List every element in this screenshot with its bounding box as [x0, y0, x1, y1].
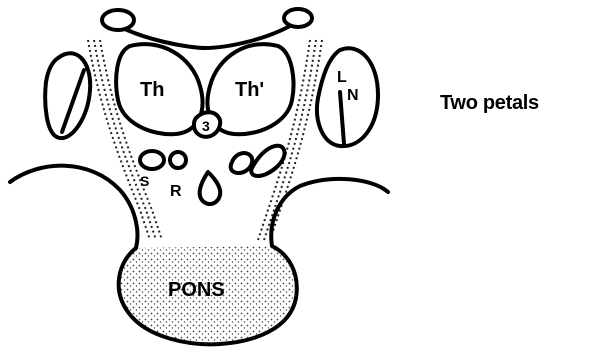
right-knob — [284, 9, 312, 27]
right-small-nucleus — [231, 153, 253, 173]
label-lateral-l: L — [337, 69, 347, 86]
figure-caption: Two petals — [440, 92, 539, 115]
label-substantia-left: S — [140, 173, 149, 189]
left-small-nucleus — [140, 151, 164, 169]
label-thalamus-left: Th — [140, 79, 164, 101]
red-nucleus-shape — [170, 152, 186, 168]
label-red-nucleus: R — [170, 183, 182, 200]
left-lateral-structure — [45, 53, 90, 138]
label-pons: PONS — [168, 279, 225, 301]
aqueduct-shape — [200, 172, 221, 204]
left-knob — [102, 10, 134, 30]
label-third-ventricle: 3 — [202, 118, 210, 134]
label-thalamus-right: Th' — [235, 79, 264, 101]
label-lateral-n: N — [347, 87, 359, 104]
